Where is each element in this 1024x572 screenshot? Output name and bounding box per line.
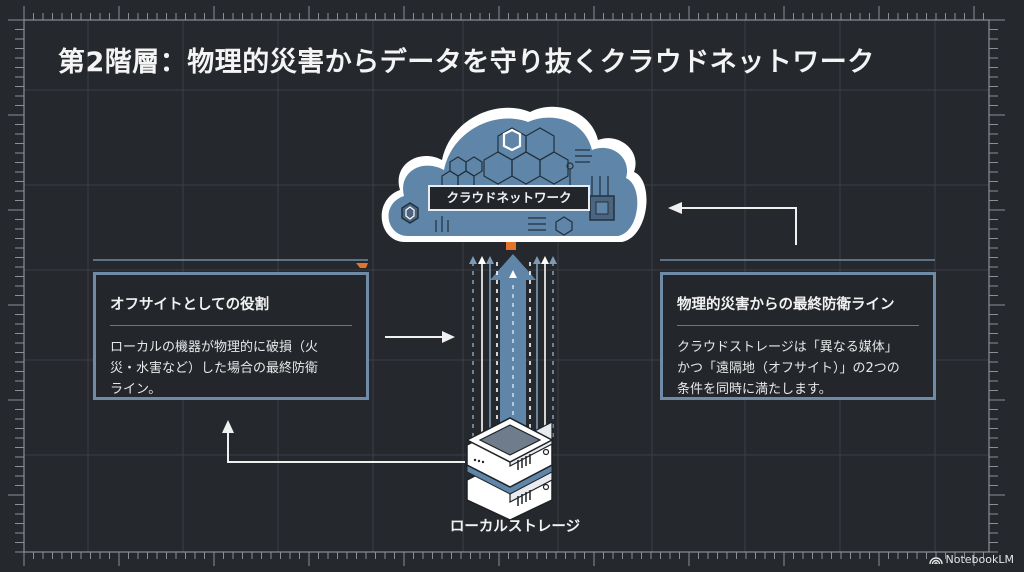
- arrow-storage-to-left-card: [227, 430, 465, 463]
- left-card-line: ローカルの機器が物理的に破損（火: [110, 340, 319, 355]
- right-card-body: クラウドストレージは「異なる媒体」 かつ「遠隔地（オフサイト）」の2つの 条件を…: [677, 337, 923, 400]
- right-card-line: かつ「遠隔地（オフサイト）」の2つの: [677, 361, 900, 376]
- right-card-title: 物理的災害からの最終防衛ライン: [677, 297, 895, 313]
- right-card-line: 条件を同時に満たします。: [677, 382, 832, 397]
- arrowhead-up: [222, 420, 234, 433]
- branding-label: NotebookLM: [945, 553, 1014, 566]
- frame-border: [23, 19, 990, 553]
- main-upload-arrow-head: [490, 254, 536, 280]
- orange-marker: [356, 263, 368, 268]
- flow-arrows: [227, 207, 797, 463]
- cloud-icon: [381, 106, 647, 242]
- left-card-line: 災・水害など）した場合の最終防衛: [110, 361, 319, 376]
- hexagon-highlight: [502, 128, 522, 152]
- left-card-line: ライン。: [110, 382, 162, 397]
- lane-arrowhead: [541, 256, 549, 264]
- page-title: 第2階層：物理的災害からデータを守り抜くクラウドネットワーク: [58, 47, 875, 78]
- left-card-divider: [110, 325, 352, 326]
- arrow-right-card-to-cloud: [680, 207, 797, 245]
- lane-arrowhead: [533, 256, 541, 264]
- notebooklm-logo-icon: [928, 557, 943, 565]
- local-storage-label: ローカルストレージ: [449, 519, 581, 535]
- left-card-title: オフサイトとしての役割: [110, 297, 270, 313]
- upload-arrows: [469, 254, 557, 440]
- lane-arrowhead: [469, 256, 477, 264]
- lane-arrowhead: [478, 256, 486, 264]
- right-card: 物理的災害からの最終防衛ライン クラウドストレージは「異なる媒体」 かつ「遠隔地…: [660, 272, 936, 400]
- rulers: [8, 6, 1005, 566]
- server-stack-icon: [465, 417, 554, 521]
- hex-node-icon: [401, 202, 419, 224]
- lane-arrowhead: [549, 256, 557, 264]
- cloud-network-label: クラウドネットワーク: [428, 185, 590, 211]
- arrowhead-left: [668, 202, 682, 214]
- left-card-body: ローカルの機器が物理的に破損（火 災・水害など）した場合の最終防衛 ライン。: [110, 337, 356, 400]
- main-arrow-inner-tip: [509, 270, 517, 278]
- arrowhead-right: [442, 331, 455, 343]
- lane-arrowhead: [486, 256, 494, 264]
- right-card-line: クラウドストレージは「異なる媒体」: [677, 340, 898, 355]
- branding: NotebookLM: [928, 553, 1014, 566]
- left-card: オフサイトとしての役割 ローカルの機器が物理的に破損（火 災・水害など）した場合…: [93, 272, 369, 400]
- right-card-divider: [677, 325, 919, 326]
